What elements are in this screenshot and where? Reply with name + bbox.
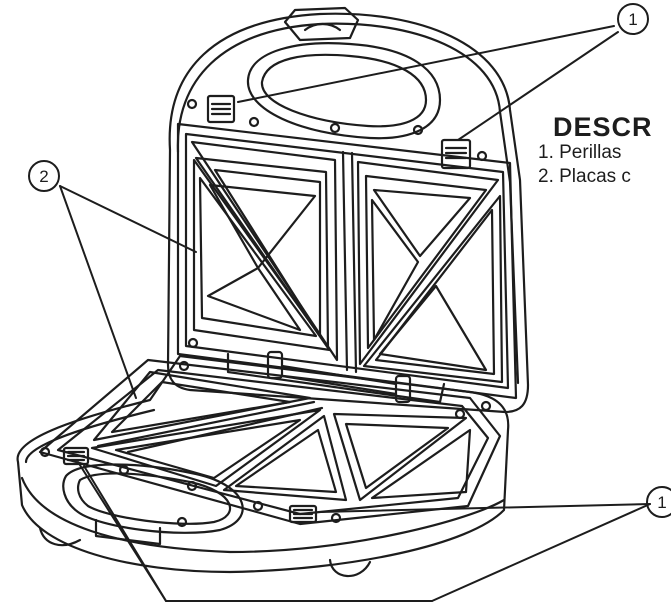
callout-number-bottom: 1 — [657, 493, 666, 512]
base-screws — [39, 360, 466, 528]
lid-handle — [246, 42, 442, 140]
callout-circle-bottom — [646, 486, 671, 518]
callout-circle-top — [617, 3, 649, 35]
callout-number-top: 1 — [628, 10, 637, 29]
foot-left — [38, 526, 82, 547]
foot-right — [328, 558, 372, 578]
lower-plate — [38, 358, 502, 526]
description-heading: DESCR — [553, 112, 653, 142]
legend-item-2: 2. Placas c — [538, 166, 631, 187]
lid-screws — [186, 98, 492, 412]
base-handle — [62, 463, 244, 534]
upper-plate — [176, 122, 518, 400]
lid-latch-left — [206, 94, 236, 124]
callout-number-left: 2 — [39, 167, 48, 186]
legend-item-1: 1. Perillas — [538, 142, 622, 163]
lid-latch-right — [440, 138, 472, 170]
callout-leaders — [59, 25, 651, 602]
callout-circle-left — [28, 160, 60, 192]
